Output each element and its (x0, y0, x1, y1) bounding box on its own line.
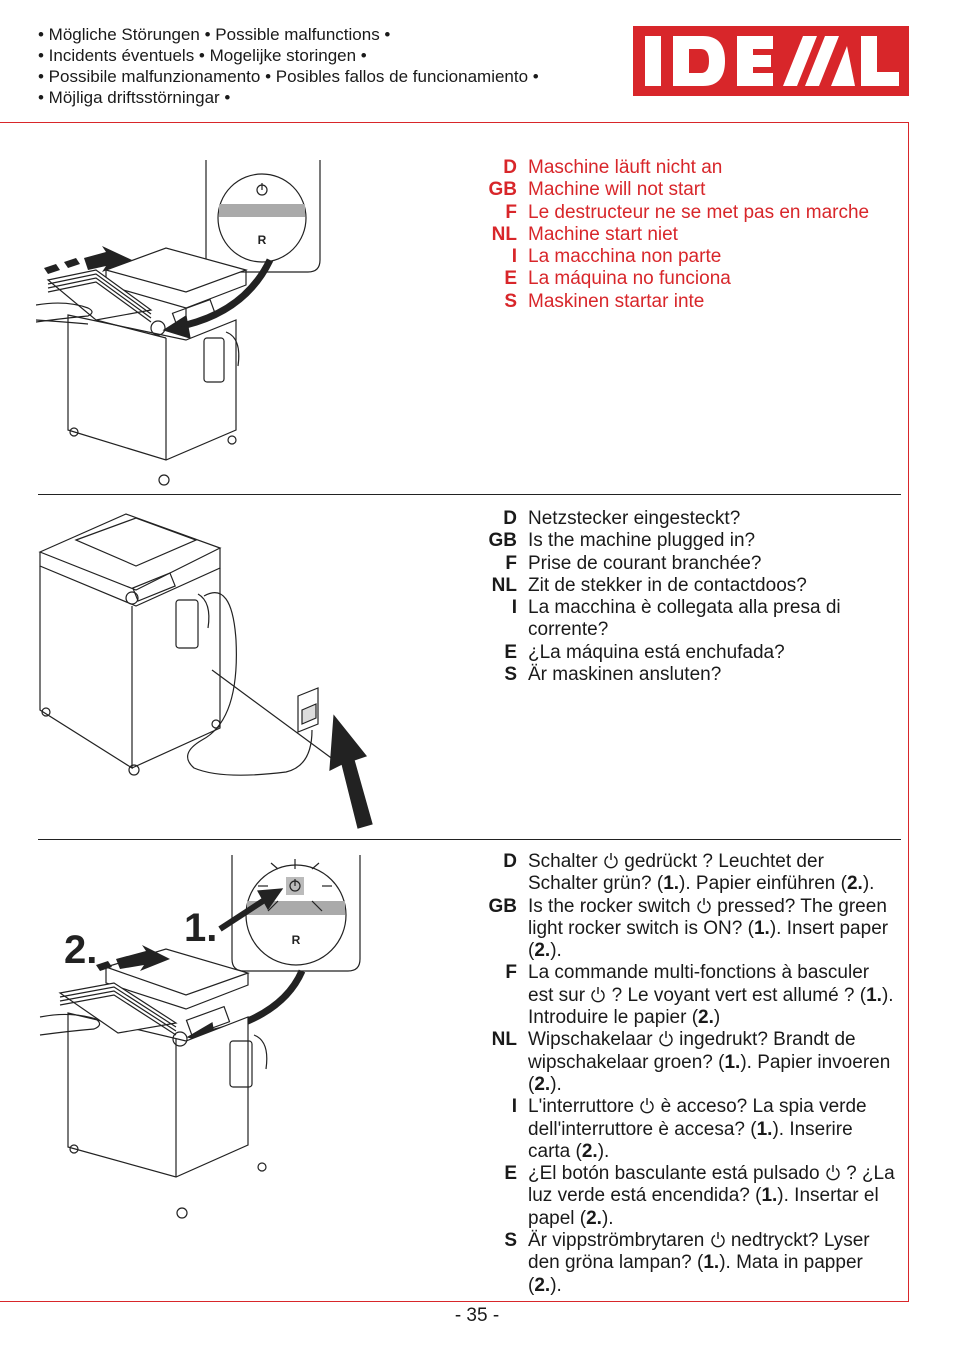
section-plugged-in: D Netzstecker eingesteckt? GB Is the machi… (486, 508, 896, 686)
lang-code: I (511, 597, 517, 619)
power-icon (604, 853, 618, 869)
lang-text: ¿El botón basculante está pulsado ? ¿La … (528, 1163, 895, 1229)
lang-text: Is the rocker switch pressed? The green … (528, 895, 889, 962)
power-icon (591, 986, 605, 1003)
lang-row: F La commande multi-fonctions à basculer… (486, 962, 896, 1029)
lang-text: Netzstecker eingesteckt? (528, 508, 741, 529)
lang-code: S (504, 1230, 517, 1252)
step-1-label: 1. (184, 906, 217, 950)
lang-row: S Maskinen startar inte (486, 291, 896, 313)
lang-code: S (504, 290, 517, 312)
lang-code: I (511, 246, 517, 268)
lang-text: Maskinen startar inte (528, 290, 705, 312)
lang-text: Machine will not start (528, 179, 706, 201)
section-rocker-switch: D Schalter gedrückt ? Leuchtet der Schal… (486, 851, 896, 1297)
step-2-label: 2. (64, 928, 97, 972)
shredder-not-starting-illustration: R (36, 160, 321, 486)
lang-text: La macchina è collegata alla presa di co… (528, 597, 841, 641)
lang-code: I (511, 1096, 517, 1118)
header-line-1: • Mögliche Störungen • Possible malfunct… (38, 25, 391, 44)
power-icon (640, 1098, 655, 1114)
switch-label-r: R (258, 233, 267, 247)
lang-row: D Netzstecker eingesteckt? (486, 508, 896, 530)
header-line-3: • Possibile malfunzionamento • Posibles … (38, 67, 539, 86)
header-line-2: • Incidents éventuels • Mogelijke storin… (38, 46, 367, 65)
lang-code: NL (491, 1029, 517, 1051)
section-divider-1 (38, 494, 901, 495)
lang-code: E (504, 1163, 517, 1185)
lang-code: NL (491, 574, 517, 596)
lang-text: La máquina no funciona (528, 268, 731, 290)
lang-code: F (505, 201, 517, 223)
lang-row: F Le destructeur ne se met pas en marche (486, 202, 896, 224)
lang-code: GB (488, 530, 518, 552)
lang-row: NL Machine start niet (486, 224, 896, 246)
switch-label-r: R (292, 933, 301, 947)
lang-row: D Maschine läuft nicht an (486, 157, 896, 179)
lang-text: Machine start niet (528, 223, 678, 245)
lang-text: Är maskinen ansluten? (528, 664, 722, 686)
lang-row: E ¿El botón basculante está pulsado ? ¿L… (486, 1163, 896, 1230)
lang-text: Schalter gedrückt ? Leuchtet der Schalte… (528, 851, 875, 895)
lang-row: S Är maskinen ansluten? (486, 664, 896, 686)
lang-text: La commande multi-fonctions à basculer e… (528, 962, 894, 1029)
lang-code: D (503, 851, 517, 872)
lang-text: La macchina non parte (528, 246, 722, 268)
lang-text: Maschine läuft nicht an (528, 157, 723, 178)
power-icon (710, 1232, 725, 1248)
lang-text: Prise de courant branchée? (528, 552, 762, 574)
content-frame (0, 122, 909, 1302)
lang-row: F Prise de courant branchée? (486, 553, 896, 575)
lang-row: E ¿La máquina está enchufada? (486, 642, 896, 664)
lang-text: Wipschakelaar ingedrukt? Brandt de wipsc… (528, 1029, 891, 1095)
lang-code: S (504, 664, 517, 686)
lang-row: GB Is the machine plugged in? (486, 530, 896, 552)
lang-code: GB (488, 895, 518, 917)
lang-code: D (503, 508, 517, 529)
lang-text: Is the machine plugged in? (528, 530, 756, 552)
lang-row: D Schalter gedrückt ? Leuchtet der Schal… (486, 851, 896, 896)
lang-text: Är vippströmbrytaren nedtryckt? Lyser de… (528, 1230, 870, 1296)
lang-row: S Är vippströmbrytaren nedtryckt? Lyser … (486, 1230, 896, 1297)
lang-text: Le destructeur ne se met pas en marche (528, 201, 870, 223)
section-divider-2 (38, 839, 901, 840)
lang-text: Zit de stekker in de contactdoos? (528, 574, 807, 596)
lang-row: GB Is the rocker switch pressed? The gre… (486, 896, 896, 963)
lang-row: I La macchina non parte (486, 246, 896, 268)
header-lines: • Mögliche Störungen • Possible malfunct… (38, 24, 539, 108)
lang-row: NL Wipschakelaar ingedrukt? Brandt de wi… (486, 1029, 896, 1096)
header-line-4: • Möjliga driftsstörningar • (38, 88, 231, 107)
lang-code: E (504, 641, 517, 663)
lang-text: ¿La máquina está enchufada? (528, 641, 785, 663)
ideal-logo (633, 26, 909, 96)
lang-code: D (503, 157, 517, 178)
lang-code: F (505, 962, 517, 984)
power-icon (659, 1031, 673, 1047)
rocker-switch-illustration: 1. 2. R (39, 855, 361, 1219)
lang-code: E (504, 268, 517, 290)
lang-code: GB (488, 179, 518, 201)
power-icon (697, 897, 711, 913)
lang-code: F (505, 552, 517, 574)
lang-text: L'interruttore è acceso? La spia verde d… (528, 1096, 867, 1162)
lang-code: NL (491, 223, 517, 245)
lang-row: I L'interruttore è acceso? La spia verde… (486, 1096, 896, 1163)
plugged-in-illustration (38, 513, 373, 829)
lang-row: I La macchina è collegata alla presa di c… (486, 597, 896, 642)
lang-row: NL Zit de stekker in de contactdoos? (486, 575, 896, 597)
lang-row: E La máquina no funciona (486, 268, 896, 290)
section-machine-not-starting: D Maschine läuft nicht an GB Machine will … (486, 157, 896, 313)
power-icon (826, 1165, 840, 1181)
page-number: - 35 - (454, 1305, 500, 1326)
lang-row: GB Machine will not start (486, 179, 896, 201)
